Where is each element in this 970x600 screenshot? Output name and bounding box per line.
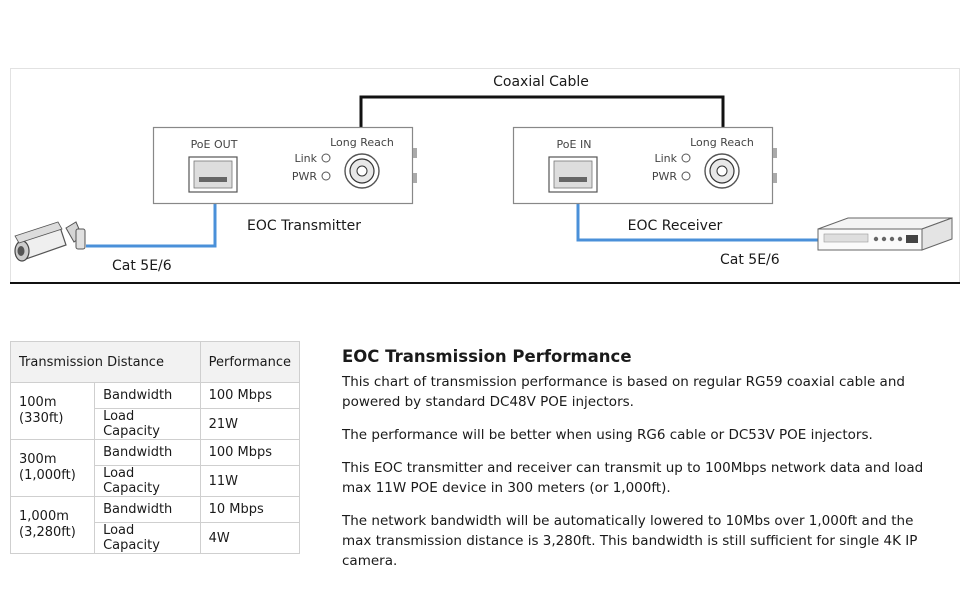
distance-m: 1,000m bbox=[19, 509, 69, 524]
table-row: 300m (1,000ft) Bandwidth 100 Mbps bbox=[9, 439, 301, 497]
performance-description: EOC Transmission Performance This chart … bbox=[342, 347, 942, 584]
poe-out-label: PoE OUT bbox=[191, 138, 238, 151]
distance-cell: 300m (1,000ft) bbox=[9, 439, 96, 497]
cat-cable-label-left: Cat 5E/6 bbox=[112, 258, 172, 274]
bandwidth-value: 100 Mbps bbox=[199, 382, 301, 409]
paragraph: The network bandwidth will be automatica… bbox=[342, 513, 918, 569]
load-value: 4W bbox=[199, 522, 301, 554]
coaxial-cable bbox=[359, 95, 725, 150]
metric-label: Bandwidth bbox=[94, 439, 201, 466]
eoc-receiver: PoE IN Long Reach Link PWR EOC Receiver bbox=[512, 126, 777, 234]
table-row: Load Capacity 11W bbox=[11, 465, 301, 497]
nvr-recorder-icon bbox=[817, 217, 953, 251]
bnc-connector-icon bbox=[704, 153, 740, 189]
rj45-port-icon bbox=[548, 156, 598, 193]
bandwidth-value: 10 Mbps bbox=[199, 496, 301, 523]
long-reach-label: Long Reach bbox=[690, 136, 754, 149]
metric-label: Load Capacity bbox=[94, 465, 201, 497]
paragraph: This EOC transmitter and receiver can tr… bbox=[342, 460, 924, 496]
distance-ft: (330ft) bbox=[19, 411, 64, 426]
load-value: 21W bbox=[199, 408, 301, 440]
header-performance: Performance bbox=[199, 341, 301, 383]
metric-label: Bandwidth bbox=[94, 382, 201, 409]
link-led-label: Link bbox=[654, 152, 677, 165]
rj45-port-icon bbox=[188, 156, 238, 193]
coax-label: Coaxial Cable bbox=[493, 74, 589, 90]
ethernet-cable-left bbox=[86, 186, 217, 248]
link-led-icon bbox=[321, 153, 331, 163]
distance-ft: (3,280ft) bbox=[19, 525, 76, 540]
cat-cable-label-right: Cat 5E/6 bbox=[720, 252, 780, 268]
bnc-connector-icon bbox=[344, 153, 380, 189]
section-title: EOC Transmission Performance bbox=[342, 347, 632, 366]
bandwidth-value: 100 Mbps bbox=[199, 439, 301, 466]
poe-in-label: PoE IN bbox=[557, 138, 592, 151]
table-row: 1,000m (3,280ft) Bandwidth 10 Mbps bbox=[9, 496, 301, 554]
distance-cell: 1,000m (3,280ft) bbox=[9, 496, 96, 554]
connection-diagram: Coaxial Cable PoE OUT Long Reach Link PW… bbox=[10, 68, 960, 284]
metric-label: Load Capacity bbox=[94, 408, 201, 440]
diagram-frame bbox=[10, 68, 960, 283]
distance-m: 300m bbox=[19, 452, 57, 467]
table-header-row: Transmission Distance Performance bbox=[10, 341, 301, 383]
link-led-icon bbox=[681, 153, 691, 163]
table-row: Load Capacity 4W bbox=[11, 522, 301, 554]
long-reach-label: Long Reach bbox=[330, 136, 394, 149]
paragraph: This chart of transmission performance i… bbox=[342, 374, 905, 410]
metric-label: Bandwidth bbox=[94, 496, 201, 523]
pwr-led-icon bbox=[681, 171, 691, 181]
table-row: 100m (330ft) Bandwidth 100 Mbps bbox=[9, 382, 301, 440]
ip-camera-icon bbox=[14, 221, 86, 262]
load-value: 11W bbox=[199, 465, 301, 497]
pwr-led-label: PWR bbox=[292, 170, 318, 183]
header-transmission-distance: Transmission Distance bbox=[10, 341, 201, 383]
paragraph: The performance will be better when usin… bbox=[342, 427, 873, 443]
pwr-led-icon bbox=[321, 171, 331, 181]
eoc-transmitter: PoE OUT Long Reach Link PWR EOC Transmit… bbox=[152, 126, 417, 234]
distance-ft: (1,000ft) bbox=[19, 468, 76, 483]
metric-label: Load Capacity bbox=[94, 522, 201, 554]
distance-m: 100m bbox=[19, 395, 57, 410]
transmitter-name: EOC Transmitter bbox=[247, 218, 361, 234]
link-led-label: Link bbox=[294, 152, 317, 165]
performance-table: Transmission Distance Performance 100m (… bbox=[9, 341, 301, 554]
pwr-led-label: PWR bbox=[652, 170, 678, 183]
distance-cell: 100m (330ft) bbox=[9, 382, 96, 440]
receiver-name: EOC Receiver bbox=[628, 218, 723, 234]
